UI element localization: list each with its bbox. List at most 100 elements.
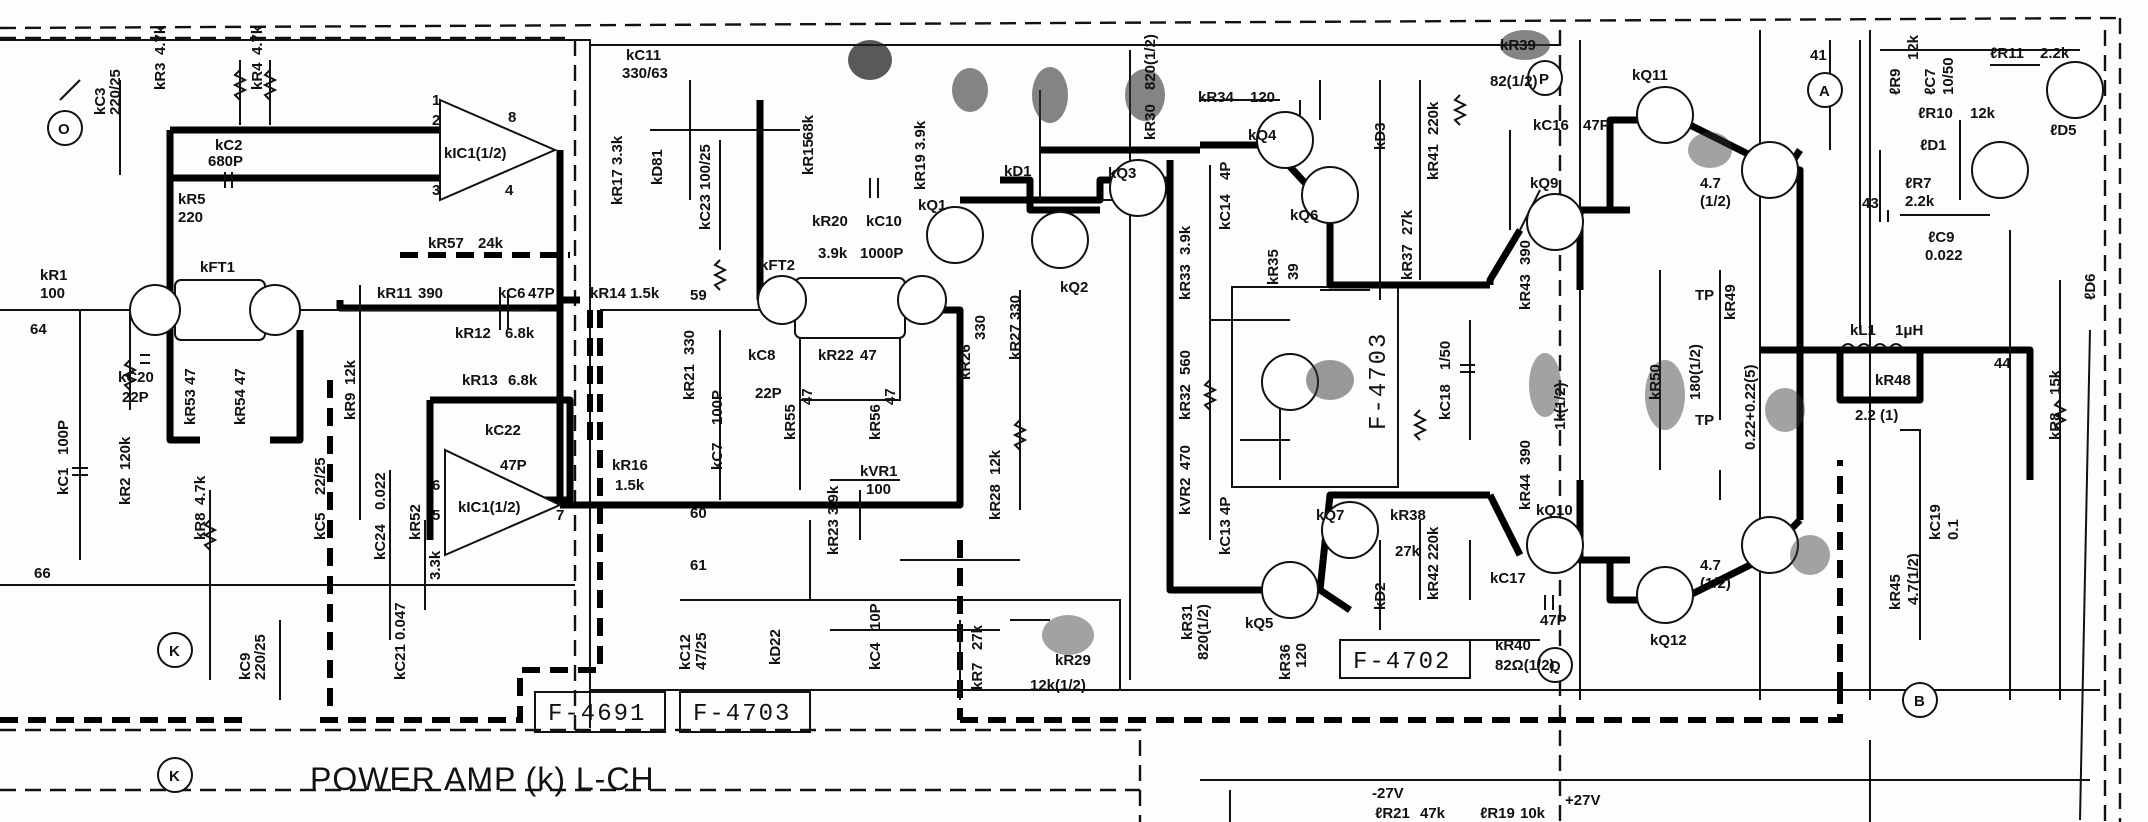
val-rmid: 0.22+0.22(5): [1742, 365, 1759, 450]
opamp-kic1-a: [439, 98, 558, 202]
ref-kc2: kC2: [215, 137, 243, 154]
val-lc9: 0.022: [1925, 247, 1963, 264]
pin-3: 3: [432, 182, 440, 199]
ref-kr17: kR17: [609, 169, 626, 205]
val-kr22: 47: [860, 347, 877, 364]
val-kc18: 1/50: [1437, 341, 1454, 370]
val-kr39: 82(1/2): [1490, 73, 1538, 90]
pin-2: 2: [432, 112, 440, 129]
ref-kc11: kC11: [626, 47, 661, 64]
ref-kr39: kR39: [1500, 37, 1536, 54]
feedback-paths: [0, 252, 1843, 723]
ref-kq7: kQ7: [1316, 507, 1344, 524]
ref-kr38: kR38: [1390, 507, 1426, 524]
val-kc23: 100/25: [697, 144, 714, 190]
terminals: [47, 60, 1938, 793]
val-kr31: 820(1/2): [1195, 604, 1212, 660]
val-kr41: 220k: [1425, 101, 1442, 135]
board-outlines: [0, 16, 2122, 822]
pin-6: 6: [432, 477, 440, 494]
val-kr7: 27k: [969, 624, 986, 650]
fet-kft1: [129, 279, 301, 341]
page-title: POWER AMP (k) L-CH: [310, 761, 655, 797]
ref-kr52: kR52: [407, 504, 424, 540]
val-lr21: 47k: [1420, 805, 1446, 822]
val-kc5: 22/25: [312, 457, 329, 495]
val-kc19: 0.1: [1945, 519, 1962, 540]
ref-kr32: kR32: [1177, 384, 1194, 420]
val-kr52: 3.3k: [427, 550, 444, 580]
val-kr26: 330: [972, 315, 989, 340]
ref-kc1: kC1: [55, 467, 72, 495]
node-60: 60: [690, 505, 707, 522]
ref-ld1: ℓD6: [2082, 273, 2099, 300]
resistor-symbols: [122, 69, 2068, 551]
ref-kr37: kR37: [1399, 244, 1416, 280]
val-kr21: 3.9k: [818, 245, 848, 262]
ref-kvr1: kVR1: [860, 463, 898, 480]
val-kr36: 120: [1293, 643, 1310, 668]
pin-5: 5: [432, 507, 440, 524]
ref-kc14: kC14: [1217, 193, 1234, 230]
ref-kc9: kC9: [237, 652, 254, 680]
val-kc2: 680P: [208, 153, 243, 170]
ref-kr40: kR40: [1495, 637, 1531, 654]
val-kc14: 4P: [1217, 162, 1234, 180]
val-kr3: 4.7k: [152, 25, 169, 55]
val-kr4: 4.7k: [249, 25, 266, 55]
terminal-k2: K: [169, 768, 180, 785]
ref-kr42: kR42: [1425, 564, 1442, 600]
ref-kr31: kR31: [1179, 604, 1196, 640]
val-lr7: 2.2k: [1905, 193, 1935, 210]
val-lc7: 10/50: [1940, 57, 1957, 95]
fet-kft2: [757, 275, 947, 339]
val-kr8b: 15k: [2047, 369, 2064, 395]
opamp-kic1-b: [444, 448, 563, 557]
pin-7: 7: [556, 507, 564, 524]
pin-4: 4: [505, 182, 514, 199]
val-kc24: 0.022: [372, 472, 389, 510]
val-kvr2: 470: [1177, 445, 1194, 470]
val-lr19: 10k: [1520, 805, 1546, 822]
ref-kq1: kQ1: [918, 197, 946, 214]
ref-kr33: kR33: [1177, 264, 1194, 300]
val-kr45: 4.7(1/2): [1905, 553, 1922, 605]
val-kr47a: 4.7: [1700, 557, 1721, 574]
ref-kr2: kR2: [117, 477, 134, 505]
val-kvr1: 100: [866, 481, 891, 498]
ref-kc16: kC16: [1533, 117, 1569, 134]
ref-kd22: kD22: [767, 629, 784, 665]
ref-kr3: kR3: [152, 62, 169, 90]
val-kr23: 3.9k: [825, 485, 842, 515]
ref-kc4: kC4: [867, 642, 884, 670]
val-kr13: 6.8k: [508, 372, 538, 389]
val-kr20: 3.9k: [912, 120, 929, 150]
ref-kr16: kR16: [612, 457, 648, 474]
ref-kr20: kR19: [912, 154, 929, 190]
node-41: 41: [1810, 47, 1827, 64]
ref-kq12: kQ12: [1650, 632, 1687, 649]
val-kr18: 180(1/2): [1687, 344, 1704, 400]
ref-kc24: kC24: [372, 523, 389, 560]
val-kr2: 120k: [117, 436, 134, 470]
ref-kr11: kR11: [377, 285, 412, 302]
ref-kl1: kL1: [1850, 322, 1876, 339]
val-lr9: 12k: [1905, 34, 1922, 60]
transistors: [926, 61, 2104, 624]
val-kr38: 27k: [1395, 543, 1421, 560]
node-44: 44: [1994, 355, 2011, 372]
val-kc22: 47P: [500, 457, 527, 474]
safety-markers: [848, 30, 1830, 655]
inductor-kl1: [1839, 343, 1905, 352]
val-kc12: 47/25: [693, 632, 710, 670]
ref-kq11: kQ11: [1632, 67, 1668, 84]
ref-kr53: kR53: [182, 389, 199, 425]
ref-kr56: kR56: [867, 404, 884, 440]
board-label-f4703a: F-4703: [693, 701, 791, 728]
ref-lr7: ℓR7: [1905, 175, 1932, 192]
ref-kr54: kR54: [232, 388, 249, 425]
val-kl1: 1μH: [1895, 322, 1923, 339]
ref-kr26: kR26: [957, 344, 974, 380]
